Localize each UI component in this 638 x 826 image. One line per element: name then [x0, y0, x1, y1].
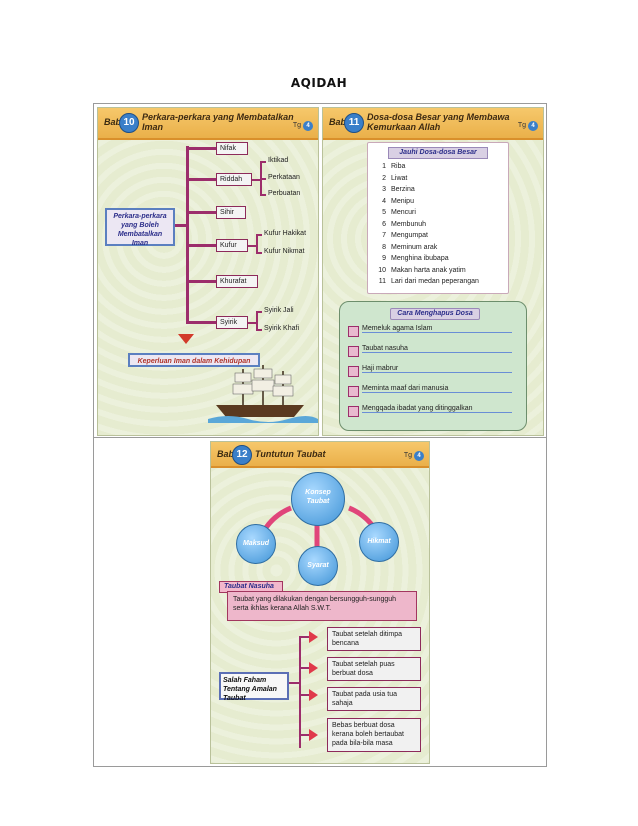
dosa-number: 1 — [382, 163, 386, 170]
dosa-besar-card: Jauhi Dosa-dosa Besar 1 Riba 2 Liwat 3 Berzin… — [367, 142, 509, 294]
salah-faham-box: Salah Faham Tentang Amalan Taubat — [219, 672, 289, 702]
bullet-icon — [348, 366, 359, 377]
cara-menghapus-item: Memeluk agama Islam — [362, 325, 512, 333]
bullet-icon — [348, 326, 359, 337]
arrow-right-icon — [309, 662, 318, 674]
misconception-1: Taubat setelah ditimpa bencana — [327, 627, 421, 651]
item-syirik: Syirik — [216, 316, 248, 329]
dosa-text: Meminum arak — [391, 243, 438, 251]
riddah-perkataan: Perkataan — [268, 174, 300, 181]
down-arrow-icon — [178, 334, 194, 344]
panel-bab-11: Bab 11 Dosa-dosa Besar yang Membawa Kemu… — [322, 107, 544, 436]
dosa-number: 3 — [382, 186, 386, 193]
bullet-icon — [348, 386, 359, 397]
item-nifak: Nifak — [216, 142, 248, 155]
bab-label: Bab — [217, 449, 235, 459]
dosa-text: Membunuh — [391, 220, 427, 228]
bab-number: 12 — [232, 445, 252, 465]
konsep-taubat-circle: Konsep Taubat — [291, 472, 345, 526]
kufur-nikmat: Kufur Nikmat — [264, 248, 305, 255]
dosa-text: Liwat — [391, 174, 408, 182]
dosa-text: Berzina — [391, 186, 415, 193]
panel-header: Bab 11 Dosa-dosa Besar yang Membawa Kemu… — [323, 108, 543, 140]
tg-badge: Tg 4 — [518, 121, 538, 131]
dosa-number: 6 — [382, 220, 386, 228]
dosa-list-item: 11 Lari dari medan peperangan — [374, 278, 479, 285]
tg-badge: Tg 4 — [293, 121, 313, 131]
item-riddah: Riddah — [216, 173, 252, 186]
syirik-khafi: Syirik Khafi — [264, 325, 300, 332]
item-kufur: Kufur — [216, 239, 248, 252]
arrow-right-icon — [309, 689, 318, 701]
cara-menghapus-item: Taubat nasuha — [362, 345, 512, 353]
dosa-text: Mengumpat — [391, 232, 428, 239]
bab-label: Bab — [329, 117, 347, 127]
tg-badge: Tg 4 — [404, 451, 424, 461]
item-sihir: Sihir — [216, 206, 246, 219]
panel-title: Tuntutun Taubat — [255, 449, 326, 459]
panel-title: Perkara-perkara yang Membatalkan Iman — [142, 112, 294, 132]
bullet-icon — [348, 406, 359, 417]
dosa-number: 5 — [382, 209, 386, 216]
dosa-list-item: 7 Mengumpat — [374, 232, 428, 239]
dosa-list-item: 10 Makan harta anak yatim — [374, 267, 466, 274]
bab-number: 10 — [119, 113, 139, 133]
kufur-hakikat: Kufur Hakikat — [264, 230, 307, 237]
ship-illustration — [208, 365, 318, 423]
dosa-number: 10 — [378, 266, 386, 274]
dosa-text: Riba — [391, 163, 406, 170]
dosa-text: Menghina ibubapa — [391, 255, 449, 262]
dosa-list-item: 3 Berzina — [374, 186, 415, 193]
syirik-jali: Syirik Jali — [264, 307, 294, 314]
maksud-circle: Maksud — [236, 524, 276, 564]
bab-label: Bab — [104, 117, 122, 127]
panel-bab-12: Bab 12 Tuntutun Taubat Tg 4 Konsep Tauba… — [210, 441, 430, 764]
dosa-text: Lari dari medan peperangan — [391, 278, 479, 285]
arrow-right-icon — [309, 631, 318, 643]
panel-bab-10: Bab 10 Perkara-perkara yang Membatalkan … — [97, 107, 319, 436]
dosa-text: Menipu — [391, 197, 414, 205]
dosa-list-item: 9 Menghina ibubapa — [374, 255, 449, 262]
syarat-circle: Syarat — [298, 546, 338, 586]
riddah-perbuatan: Perbuatan — [268, 190, 301, 197]
dosa-number: 2 — [382, 174, 386, 182]
keperluan-iman-box: Keperluan Iman dalam Kehidupan — [128, 353, 260, 367]
dosa-list-item: 4 Menipu — [374, 198, 414, 205]
dosa-list-item: 6 Membunuh — [374, 221, 426, 228]
cara-menghapus-item: Mengqada ibadat yang ditinggalkan — [362, 405, 512, 413]
cara-menghapus-item: Haji mabrur — [362, 365, 512, 373]
misconception-3: Taubat pada usia tua sahaja — [327, 687, 421, 711]
item-khurafat: Khurafat — [216, 275, 258, 288]
bab-number: 11 — [344, 113, 364, 133]
dosa-number: 11 — [378, 278, 386, 285]
hikmat-circle: Hikmat — [359, 522, 399, 562]
dosa-text: Mencuri — [391, 209, 416, 216]
dosa-text: Makan harta anak yatim — [391, 266, 466, 274]
dosa-number: 7 — [382, 232, 386, 239]
panel-header: Bab 10 Perkara-perkara yang Membatalkan … — [98, 108, 318, 140]
misconception-4: Bebas berbuat dosa kerana boleh bertauba… — [327, 718, 421, 752]
dosa-number: 8 — [382, 243, 386, 251]
panel-header: Bab 12 Tuntutun Taubat Tg 4 — [211, 442, 429, 468]
arrow-right-icon — [309, 729, 318, 741]
dosa-list-item: 5 Mencuri — [374, 209, 416, 216]
taubat-nasuha-definition: Taubat yang dilakukan dengan bersungguh-… — [227, 591, 417, 621]
riddah-iktikad: Iktikad — [268, 157, 289, 164]
dosa-besar-heading: Jauhi Dosa-dosa Besar — [388, 147, 488, 159]
misconception-2: Taubat setelah puas berbuat dosa — [327, 657, 421, 681]
dosa-number: 9 — [382, 255, 386, 262]
dosa-list-item: 1 Riba — [374, 163, 405, 170]
cara-menghapus-item: Meminta maaf dari manusia — [362, 385, 512, 393]
dosa-list-item: 8 Meminum arak — [374, 244, 437, 251]
cara-menghapus-heading: Cara Menghapus Dosa — [390, 308, 480, 320]
document-title: AQIDAH — [290, 76, 348, 90]
panel-title: Dosa-dosa Besar yang Membawa Kemurkaan A… — [367, 112, 510, 132]
bullet-icon — [348, 346, 359, 357]
dosa-list-item: 2 Liwat — [374, 175, 407, 182]
main-concept-box: Perkara-perkara yang Boleh Membatalkan I… — [105, 208, 175, 247]
dosa-number: 4 — [382, 197, 386, 205]
